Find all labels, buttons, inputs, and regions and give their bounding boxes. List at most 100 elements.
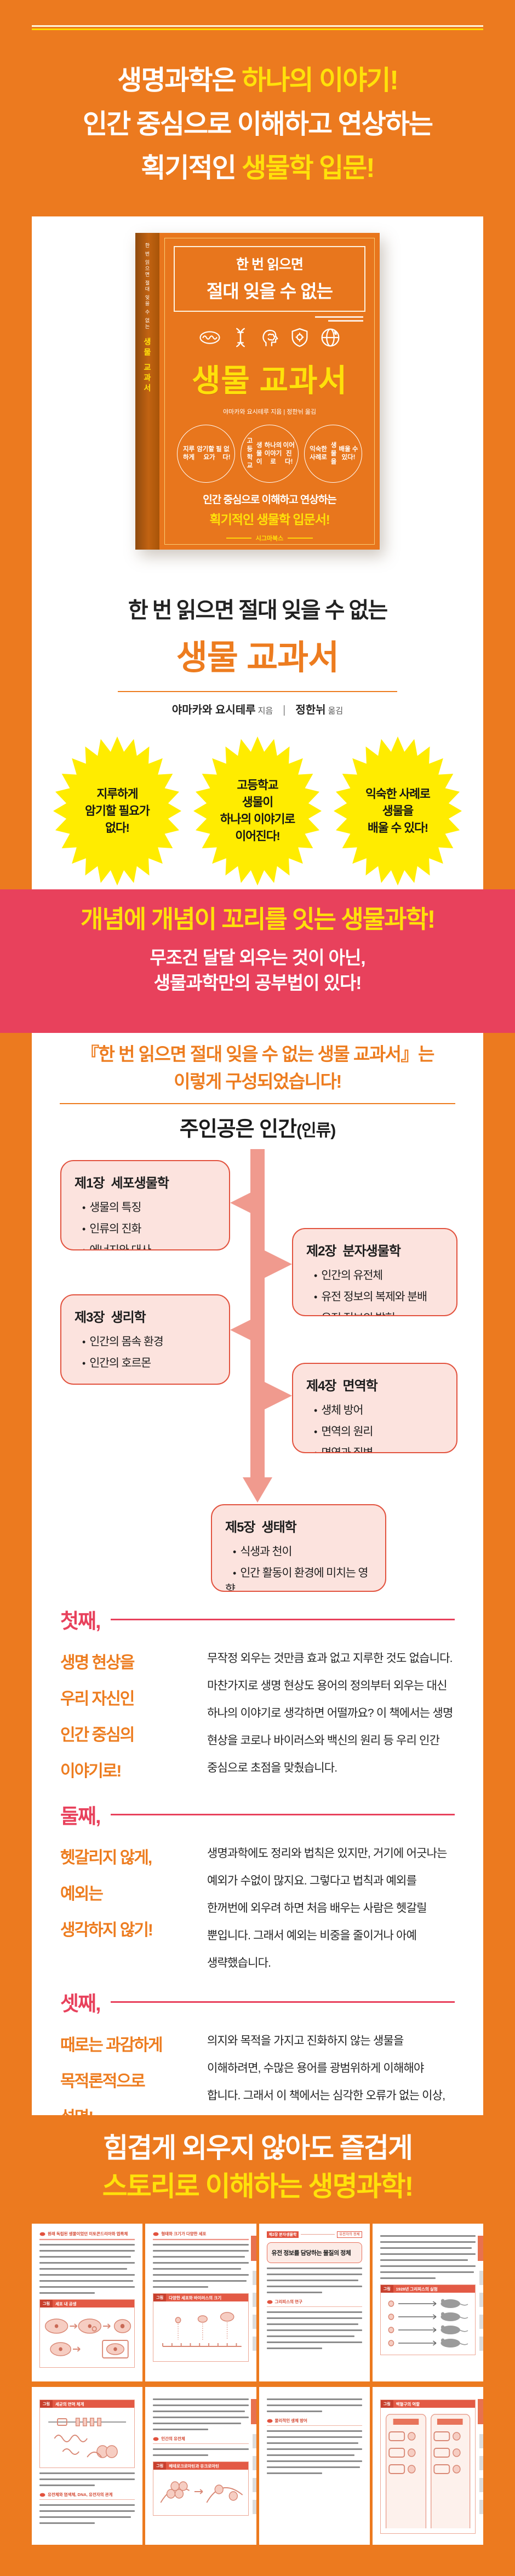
thumbnail-text-line [153, 2448, 249, 2450]
chapter-edge-tab-ghost [252, 2478, 256, 2492]
thumbnail-text-line [39, 2516, 131, 2518]
cover-title: 생물 교과서 [191, 363, 348, 398]
bottom-section: 힘겹게 외우지 않아도 즐겁게 스토리로 이해하는 생명과학! 원래 독립된 생… [0, 2115, 515, 2576]
thumbnail-text-line [153, 2262, 249, 2264]
point-rule [111, 1813, 455, 1815]
chapter-edge-tab-ghost [479, 2456, 483, 2470]
thumbnail-text-line [39, 2250, 135, 2252]
figure-label: 그림 [40, 2300, 53, 2307]
figure-title: 세균의 면역 체계 [52, 2400, 135, 2408]
point-rule [111, 2001, 455, 2003]
bottom-headline-line1: 힘겹게 외우지 않아도 즐겁게 [103, 2133, 413, 2163]
thumbnail-text-line [266, 2398, 362, 2400]
point-block-3: 셋째,때로는 과감하게목적론적으로설명!의지와 목적을 가지고 진화하지 않는 … [32, 1987, 483, 2115]
mitochondria-icon [199, 331, 220, 344]
thumbnail-text-line [39, 2484, 95, 2486]
chapter-edge-tab [478, 2399, 483, 2424]
spine-title: 생물 교과서 [143, 338, 152, 395]
point-description: 생명과학에도 정리와 법칙은 있지만, 거기에 어긋나는 예외가 수없이 많지요… [207, 1847, 447, 1969]
thumbnail-text-line [380, 2277, 436, 2279]
figure-art-immune [380, 2408, 475, 2537]
book-cover: 한 번 읽으면 절대 잊을 수 없는 생물 교과서 한 번 읽으면 절대 잊을 … [135, 233, 380, 550]
point-keyphrase: 때로는 과감하게목적론적으로설명! [60, 2036, 163, 2115]
figure-label: 그림 [153, 2294, 167, 2301]
cover-bottom-line1: 인간 중심으로 이해하고 연상하는 [203, 494, 337, 506]
figure-title: 1928년 그리피스의 실험 [393, 2285, 475, 2293]
thumbnail-text-line [380, 2271, 474, 2273]
thumbnail-text-line [39, 2472, 135, 2474]
composition-panel: 『한 번 읽으면 절대 잊을 수 없는 생물 교과서』는 이렇게 구성되었습니다… [32, 1033, 483, 2115]
chapter-edge-tab [250, 2399, 256, 2424]
publisher-logo: 시그마북스 [170, 534, 369, 542]
thumbnail-text-line [39, 2256, 131, 2258]
thumbnail-text-line [153, 2244, 249, 2246]
thumbnail-text-line [39, 2522, 95, 2524]
thumbnail-text-line [266, 2442, 358, 2444]
thumbnail-text-line [153, 2411, 245, 2412]
flow-arrow-right-2 [264, 1250, 292, 1278]
chapter-box-2: 제2장분자생물학인간의 유전체유전 정보의 복제와 분배유전 정보의 발현 [292, 1228, 457, 1316]
shield-icon [291, 328, 308, 347]
thumbnail-text-line [380, 2235, 476, 2237]
thumbnail-text-line [266, 2292, 322, 2293]
thumbnail-text-line [266, 2323, 358, 2325]
point-label: 첫째, [60, 1610, 101, 1632]
chapter-edge-tab-ghost [252, 2293, 256, 2307]
book-spine: 한 번 읽으면 절대 잊을 수 없는 생물 교과서 [135, 233, 159, 550]
top-headline-line2: 인간 중심으로 이해하고 연상하는 [83, 110, 433, 139]
thumbnail-text-line [266, 2286, 362, 2287]
point-label: 둘째, [60, 1805, 101, 1827]
thumbnail-text-line [380, 2259, 468, 2261]
thumbnail-text-line [153, 2404, 249, 2406]
cover-subtitle-box: 한 번 읽으면 절대 잊을 수 없는 [174, 246, 365, 312]
chapter-edge-tab-ghost [479, 2271, 483, 2285]
flow-arrow-head-down [243, 1477, 272, 1503]
thumbnail-text-line [153, 2256, 245, 2258]
thumbnail-text-line [266, 2341, 362, 2343]
globe-icon [321, 328, 340, 347]
figure-art-scale [153, 2301, 248, 2361]
chapter-edge-tab-ghost [479, 2293, 483, 2307]
thumbnail-text-line [39, 2274, 135, 2276]
figure-title: 다양한 세포와 바이러스의 크기 [166, 2294, 248, 2301]
book-subtitle: 한 번 읽으면 절대 잊을 수 없는 [128, 598, 388, 622]
chapter-box-1: 제1장세포생물학생물의 특징인류의 진화에너지와 대사 [60, 1160, 230, 1250]
author-name: 야마카와 요시테루 [171, 704, 256, 716]
translator-name: 정한뉘 [295, 704, 326, 716]
figure-art-mice [380, 2293, 475, 2355]
cover-bottom-line2: 획기적인 생물학 입문서! [209, 512, 330, 527]
thumbnail-text-line [266, 2448, 362, 2450]
top-banner: 생명과학은 하나의 이야기! 인간 중심으로 이해하고 연상하는 획기적인 생물… [0, 0, 515, 216]
thumbnail-text-line [153, 2274, 249, 2276]
thumbnail-text-line [39, 2244, 135, 2246]
point-description: 의지와 목적을 가지고 진화하지 않는 생물을 이해하려면, 수많은 용어를 광… [207, 2035, 445, 2102]
thumbnail-text-line [39, 2280, 133, 2282]
thumbnail-title-box: 유전 정보를 담당하는 물질의 정체 [266, 2242, 362, 2263]
thumbnail-section-heading: 인간의 유전체 [153, 2436, 249, 2444]
thumbnail-text-line [266, 2347, 322, 2349]
thumbnail-text-line [153, 2250, 249, 2252]
red-banner: 개념에 개념이 꼬리를 잇는 생물과학! 무조건 달달 외우는 것이 아닌, 생… [0, 889, 515, 1033]
figure-label: 그림 [40, 2400, 53, 2408]
thumbnail-text-line [380, 2247, 472, 2249]
figure-label: 그림 [380, 2285, 393, 2293]
point-rule [111, 1618, 455, 1620]
brain-icon [262, 329, 278, 346]
thumbnail-text-line [39, 2478, 135, 2480]
thumbnail-text-line [153, 2286, 209, 2288]
thumbnail-text-line [266, 2466, 360, 2468]
figure-title: 세포 내 공생 [52, 2300, 135, 2307]
